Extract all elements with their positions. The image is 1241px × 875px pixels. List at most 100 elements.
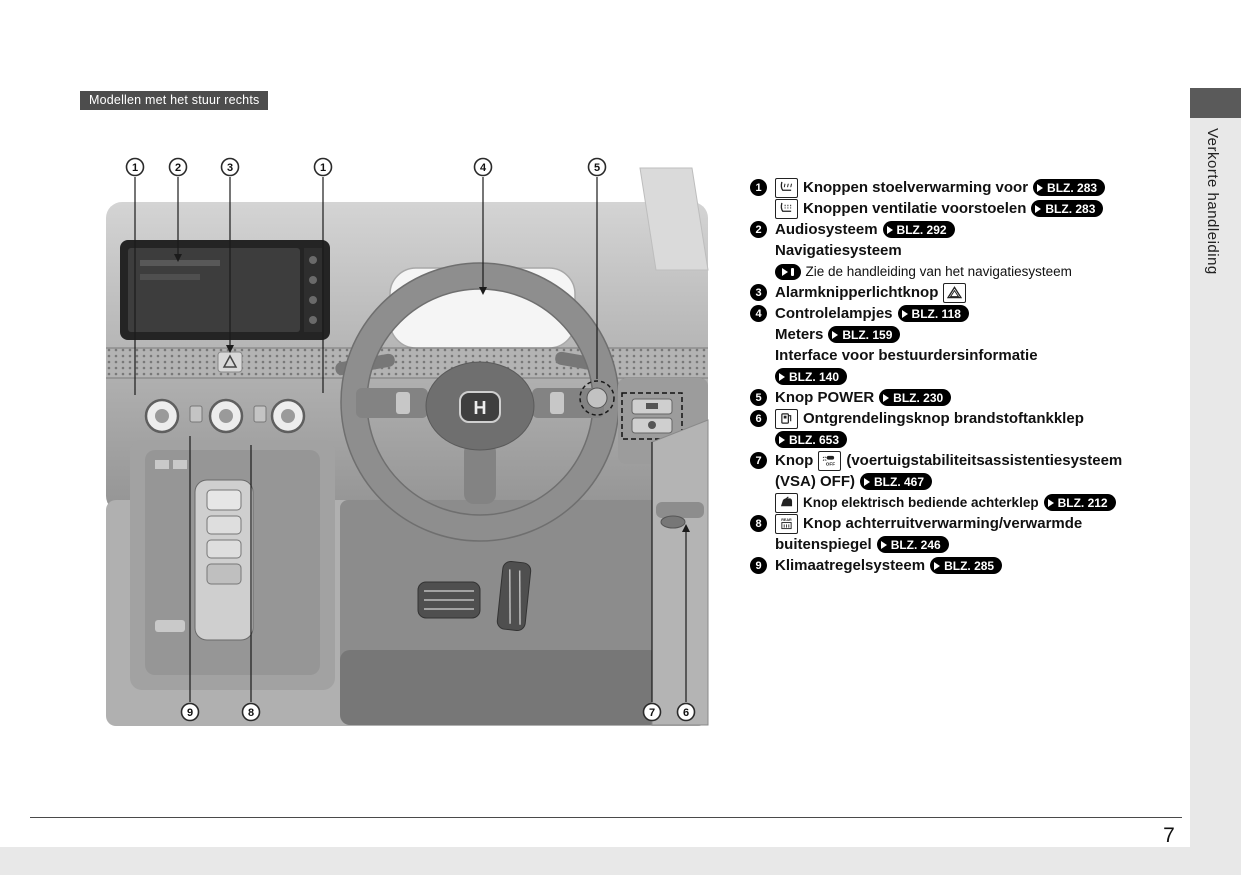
page-ref-label: BLZ. 118 [911, 306, 961, 321]
screen-button [309, 276, 317, 284]
callout-1b: 1 [313, 157, 333, 177]
legend-line: Knoppen stoelverwarming voor BLZ. 283 [775, 177, 1180, 198]
legend-line: Audiosysteem BLZ. 292 [775, 219, 1180, 240]
page-ref-badge[interactable]: BLZ. 292 [882, 221, 955, 238]
pedals [417, 561, 532, 631]
chapter-label: Verkorte handleiding [1204, 128, 1221, 275]
knob-center [281, 409, 295, 423]
legend-line: Controlelampjes BLZ. 118 [775, 303, 1180, 324]
legend-line: Knop POWER BLZ. 230 [775, 387, 1180, 408]
arrow-icon [1035, 204, 1042, 213]
legend-line: REAR Knop achterruitverwarming/verwarmde [775, 513, 1180, 534]
screen-display [128, 248, 300, 332]
legend-line: Klimaatregelsysteem BLZ. 285 [775, 555, 1180, 576]
legend-bullet-1: 1 [750, 179, 767, 196]
legend-item-3: 3 Alarmknipperlichtknop [750, 282, 1180, 303]
svg-text:5: 5 [594, 162, 600, 174]
power-tailgate-icon [775, 492, 798, 513]
console-button [155, 620, 185, 632]
legend-line: Knop OFF (voertuigstabiliteitsassistenti… [775, 450, 1180, 471]
legend-line: BLZ. 653 [775, 429, 1180, 450]
knob-center [155, 409, 169, 423]
a-pillar [639, 167, 709, 271]
callout-2: 2 [168, 157, 188, 177]
legend-text: Zie de handleiding van het navigatiesyst… [805, 264, 1072, 279]
door-armrest [656, 502, 704, 518]
callout-7: 7 [642, 702, 662, 722]
page-ref-badge[interactable]: BLZ. 140 [775, 368, 848, 385]
accelerator-pedal [496, 561, 532, 631]
callout-1: 1 [125, 157, 145, 177]
svg-text:4: 4 [480, 162, 487, 174]
legend-bullet-6: 6 [750, 410, 767, 427]
page-ref-label: BLZ. 246 [890, 537, 941, 552]
dashboard-diagram: H [100, 150, 720, 735]
screen-button [309, 256, 317, 264]
legend-text: (voertuigstabiliteitsassistentiesysteem [846, 452, 1123, 469]
page-ref-label: BLZ. 467 [874, 474, 925, 489]
legend: 1 Knoppen stoelverwarming voor BLZ. 283 … [750, 177, 1180, 576]
page-ref-label: BLZ. 292 [896, 222, 947, 237]
rear-defrost-icon: REAR [775, 513, 798, 534]
gear-button [206, 515, 242, 535]
climate-button [253, 405, 267, 423]
callout-leader-lines [134, 177, 690, 702]
legend-text: Knop achterruitverwarming/verwarmde [803, 515, 1083, 532]
console-button [155, 460, 169, 469]
page-ref-badge[interactable]: BLZ. 230 [879, 389, 952, 406]
legend-text: Knop [775, 452, 814, 469]
screen-content-line [140, 274, 200, 280]
legend-line: Zie de handleiding van het navigatiesyst… [775, 261, 1180, 282]
power-button [586, 387, 608, 409]
vent-mesh [106, 348, 708, 378]
page-ref-badge[interactable]: BLZ. 246 [876, 536, 949, 553]
switch-glyph [646, 403, 658, 409]
switch-callout-box [621, 392, 683, 440]
legend-text: buitenspiegel [775, 536, 872, 553]
page-ref-badge[interactable]: BLZ. 283 [1031, 200, 1104, 217]
legend-bullet-2: 2 [750, 221, 767, 238]
seat-vent-icon [775, 198, 798, 219]
page-ref-badge[interactable]: BLZ. 283 [1033, 179, 1106, 196]
arrow-icon [1037, 183, 1044, 192]
console-button [173, 460, 187, 469]
page-ref-badge[interactable]: BLZ. 653 [775, 431, 848, 448]
fuel-door-icon [775, 408, 798, 429]
screen-content-line [140, 260, 220, 266]
svg-text:1: 1 [320, 162, 326, 174]
legend-item-2: 2 Audiosysteem BLZ. 292 Navigatiesysteem… [750, 219, 1180, 282]
page-ref-badge[interactable]: BLZ. 467 [860, 473, 933, 490]
legend-text: Klimaatregelsysteem [775, 557, 926, 574]
page-ref-badge[interactable]: BLZ. 285 [930, 557, 1003, 574]
legend-text: Knop elektrisch bediende achterklep [803, 495, 1039, 510]
callout-9: 9 [180, 702, 200, 722]
legend-item-8: 8 REAR Knop achterruitverwarming/verwarm… [750, 513, 1180, 555]
legend-text: Knop POWER [775, 389, 875, 406]
svg-text:7: 7 [649, 707, 655, 719]
legend-item-4: 4 Controlelampjes BLZ. 118 Meters BLZ. 1… [750, 303, 1180, 387]
svg-text:3: 3 [227, 162, 233, 174]
legend-text: (VSA) OFF) [775, 473, 855, 490]
legend-line: Ontgrendelingsknop brandstoftankklep [775, 408, 1180, 429]
arrow-icon [901, 309, 908, 318]
legend-bullet-7: 7 [750, 452, 767, 469]
arrow-icon [864, 477, 870, 486]
climate-button [189, 405, 203, 423]
legend-line: (VSA) OFF) BLZ. 467 [775, 471, 1180, 492]
page-ref-badge[interactable]: BLZ. 212 [1043, 494, 1116, 511]
chapter-tab [1190, 88, 1241, 118]
page-ref-label: BLZ. 283 [1047, 180, 1098, 195]
switch-glyph [648, 421, 656, 429]
legend-text: Knoppen stoelverwarming voor [803, 179, 1029, 196]
page-ref-badge[interactable]: BLZ. 118 [897, 305, 969, 322]
legend-bullet-4: 4 [750, 305, 767, 322]
legend-text: Knoppen ventilatie voorstoelen [803, 200, 1027, 217]
svg-text:2: 2 [175, 162, 181, 174]
manual-glyph [791, 267, 794, 276]
page-ref-badge[interactable]: BLZ. 159 [828, 326, 901, 343]
legend-line: Knop elektrisch bediende achterklep BLZ.… [775, 492, 1180, 513]
honda-badge [459, 391, 501, 423]
svg-text:8: 8 [248, 707, 254, 719]
gear-button [206, 489, 242, 511]
wheel-spoke-bottom [464, 442, 496, 504]
